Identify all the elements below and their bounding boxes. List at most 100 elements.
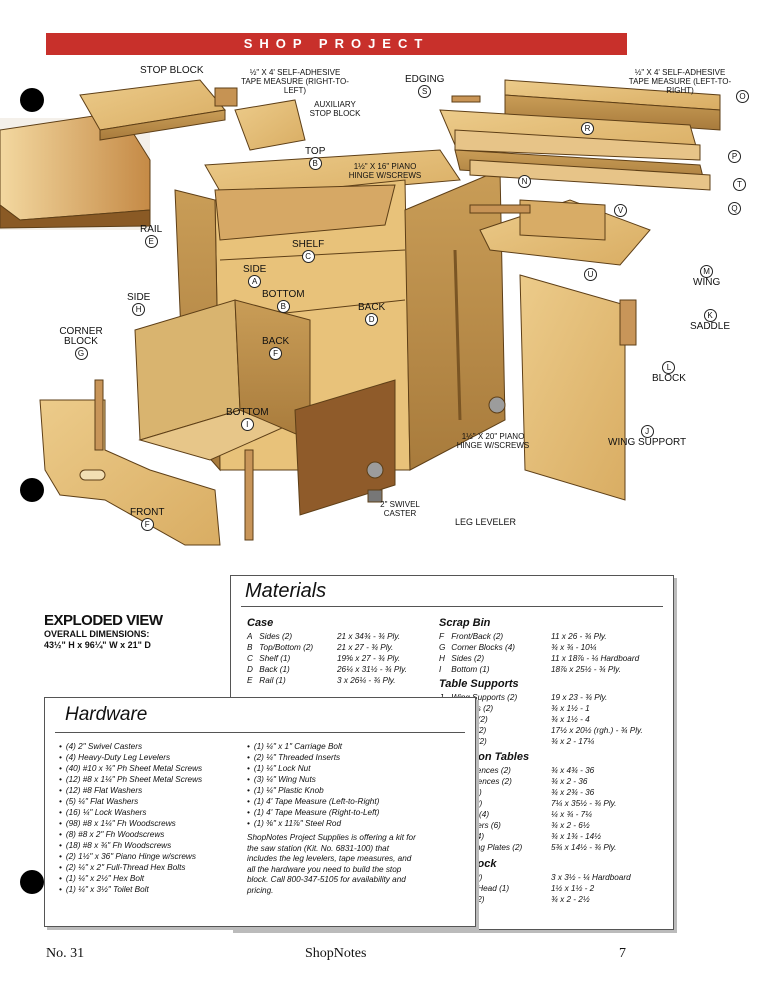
label-swivel-caster: 2" SWIVEL CASTER bbox=[375, 500, 425, 518]
material-dim: 5¾ x 14½ - ¾ Ply. bbox=[551, 843, 617, 852]
material-name: Back (1) bbox=[259, 665, 290, 674]
material-dim: 19⅝ x 27 - ¾ Ply. bbox=[337, 654, 401, 663]
overall-dimensions-label: OVERALL DIMENSIONS: bbox=[44, 629, 150, 639]
material-code: F bbox=[439, 632, 445, 641]
material-name: Back Fences (2) bbox=[451, 766, 511, 775]
label-corner-block-text: CORNER BLOCK bbox=[59, 326, 103, 347]
material-name: Front Fences (2) bbox=[451, 777, 512, 786]
material-row: E Rail (1) 3 x 26¼ - ¾ Ply. bbox=[247, 676, 396, 686]
label-side-a-text: SIDE bbox=[243, 264, 267, 275]
material-dim: ¾ x 1¾ - 14½ bbox=[551, 832, 602, 841]
label-wing-support-text: WING SUPPORT bbox=[608, 437, 687, 448]
material-dim: ¾ x 2 - 6½ bbox=[551, 821, 590, 830]
hardware-item: (1) ¼" x 1" Carriage Bolt bbox=[247, 742, 342, 752]
material-code: B bbox=[247, 643, 253, 652]
hardware-item: (1) ¼" Plastic Knob bbox=[247, 786, 324, 796]
material-dim: 3 x 3½ - ¼ Hardboard bbox=[551, 873, 631, 882]
material-name: Shelf (1) bbox=[259, 654, 291, 663]
material-row: H Sides (2)11 x 18⅞ - ¼ Hardboard bbox=[439, 654, 639, 664]
material-row: C Shelf (1)19⅝ x 27 - ¾ Ply. bbox=[247, 654, 400, 664]
material-row: D Back (1)26¼ x 31½ - ¾ Ply. bbox=[247, 665, 407, 675]
material-name: Sides (2) bbox=[451, 654, 485, 663]
label-code-q: Q bbox=[728, 202, 741, 215]
label-bottom-i-code: I bbox=[240, 418, 254, 431]
material-dim: ¾ x 2 - 17¼ bbox=[551, 737, 595, 746]
material-dim: 3 x 26¼ - ¾ Ply. bbox=[337, 676, 396, 685]
hardware-item: (3) ¼" Wing Nuts bbox=[247, 775, 316, 785]
label-front-text: FRONT bbox=[130, 507, 165, 518]
label-shelf-code: C bbox=[301, 250, 315, 263]
material-dim: ¾ x 4¾ - 36 bbox=[551, 766, 595, 775]
label-tape-right-to-left: ½" x 4' SELF-ADHESIVE TAPE MEASURE (RIGH… bbox=[240, 68, 350, 95]
label-side-h-text: SIDE bbox=[127, 292, 151, 303]
section-banner: SHOP PROJECT bbox=[46, 33, 627, 55]
hardware-item: (2) ¼" x 2" Full-Thread Hex Bolts bbox=[59, 863, 186, 873]
footer-issue: No. 31 bbox=[46, 946, 85, 961]
label-tape-rl-text: ½" x 4' SELF-ADHESIVE TAPE MEASURE (RIGH… bbox=[241, 68, 349, 95]
material-dim: ¾ x 2 - 2½ bbox=[551, 895, 590, 904]
hardware-item: (40) #10 x ¾" Ph Sheet Metal Screws bbox=[59, 764, 202, 774]
label-top-text: TOP bbox=[305, 146, 326, 157]
section-table-supports: Table Supports bbox=[439, 678, 519, 690]
material-dim: ¾ x 2 - 36 bbox=[551, 777, 588, 786]
hardware-item: (4) 2" Swivel Casters bbox=[59, 742, 142, 752]
label-rail-code: E bbox=[144, 235, 158, 248]
material-name: Mounting Plates (2) bbox=[451, 843, 523, 852]
label-code-u: U bbox=[584, 268, 597, 281]
kit-note: ShopNotes Project Supplies is offering a… bbox=[247, 833, 416, 895]
material-name: Clamp Head (1) bbox=[451, 884, 510, 893]
material-code: E bbox=[247, 676, 253, 685]
label-bottom-b-code: B bbox=[276, 300, 290, 313]
material-code: A bbox=[247, 632, 253, 641]
hardware-item: (1) 4' Tape Measure (Left-to-Right) bbox=[247, 797, 380, 807]
label-side-h-code: H bbox=[132, 303, 146, 316]
material-name: Rail (1) bbox=[259, 676, 286, 685]
hardware-item: (1) ¼" x 3½" Toilet Bolt bbox=[59, 885, 149, 895]
material-dim: 1½ x 1½ - 2 bbox=[551, 884, 595, 893]
material-row: B Top/Bottom (2)21 x 27 - ¾ Ply. bbox=[247, 643, 393, 653]
material-dim: 17½ x 20½ (rgh.) - ¾ Ply. bbox=[551, 726, 643, 735]
section-scrap-bin: Scrap Bin bbox=[439, 617, 491, 629]
label-back-f-text: BACK bbox=[262, 336, 290, 347]
label-top-code: B bbox=[308, 157, 322, 170]
label-rail-text: RAIL bbox=[140, 224, 163, 235]
material-name: Bottom (1) bbox=[451, 665, 490, 674]
overall-dimensions-value: 43½" H x 96¼" W x 21" D bbox=[44, 640, 151, 650]
label-front-code: F bbox=[140, 518, 154, 531]
label-bottom-i-text: BOTTOM bbox=[226, 407, 269, 418]
section-case: Case bbox=[247, 617, 274, 629]
hardware-item: (1) 4' Tape Measure (Right-to-Left) bbox=[247, 808, 380, 818]
material-row: F Front/Back (2) 11 x 26 - ¾ Ply. bbox=[439, 632, 607, 642]
hardware-item: (12) #8 x 1¼" Ph Sheet Metal Screws bbox=[59, 775, 202, 785]
label-back-d-text: BACK bbox=[358, 302, 386, 313]
material-name: Front/Back (2) bbox=[451, 632, 504, 641]
material-dim: 19 x 23 - ¾ Ply. bbox=[551, 693, 608, 702]
material-row: A Sides (2) 21 x 34¾ - ¾ Ply. bbox=[247, 632, 400, 642]
label-saddle-text: SADDLE bbox=[690, 321, 731, 332]
label-tape-left-to-right: ½" x 4' SELF-ADHESIVE TAPE MEASURE (LEFT… bbox=[625, 68, 735, 95]
label-auxiliary-stop-block: AUXILIARY STOP BLOCK bbox=[305, 100, 365, 118]
material-dim: 11 x 26 - ¾ Ply. bbox=[551, 632, 607, 641]
exploded-view-title: EXPLODED VIEW bbox=[44, 612, 163, 629]
label-shelf-text: SHELF bbox=[292, 239, 325, 250]
binder-hole-top bbox=[20, 88, 44, 112]
materials-title: Materials bbox=[245, 580, 327, 602]
material-name: Sides (2) bbox=[259, 632, 293, 641]
hardware-item: (2) ¼" Threaded Inserts bbox=[247, 753, 340, 763]
material-dim: ¼ x ¾ - 7¼ bbox=[551, 810, 592, 819]
material-dim: 21 x 34¾ - ¾ Ply. bbox=[337, 632, 401, 641]
label-leg-leveler: LEG LEVELER bbox=[455, 517, 516, 527]
label-bottom-b-text: BOTTOM bbox=[262, 289, 305, 300]
hardware-item: (12) #8 Flat Washers bbox=[59, 786, 142, 796]
